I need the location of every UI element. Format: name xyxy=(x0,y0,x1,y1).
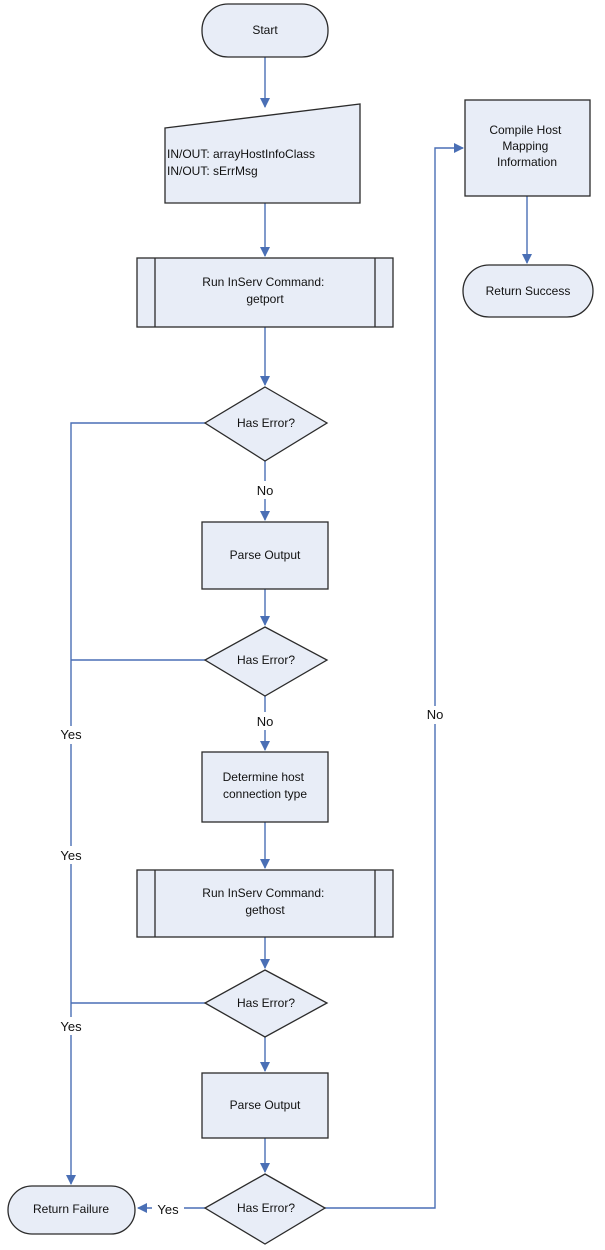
parse2-process: Parse Output xyxy=(201,1072,329,1139)
parse1-label: Parse Output xyxy=(230,548,301,562)
determine-process: Determine host connection type xyxy=(201,751,329,823)
io-parallelogram: IN/OUT: arrayHostInfoClass IN/OUT: sErrM… xyxy=(164,103,361,204)
error4-decision: Has Error? xyxy=(203,1173,327,1245)
gethost-process: Run InServ Command: gethost xyxy=(136,869,394,938)
edge-labels: No No No Yes Yes Yes Yes xyxy=(56,481,450,1218)
error3-label: Has Error? xyxy=(237,996,295,1010)
parse1-process: Parse Output xyxy=(201,521,329,590)
fail-label: Return Failure xyxy=(33,1202,109,1216)
edge-label-no-3: No xyxy=(427,707,444,722)
start-label: Start xyxy=(252,23,278,37)
connectors xyxy=(66,57,532,1213)
success-terminator: Return Success xyxy=(462,264,594,318)
success-label: Return Success xyxy=(486,284,571,298)
io-label: IN/OUT: arrayHostInfoClass IN/OUT: sErrM… xyxy=(167,147,318,178)
error1-decision: Has Error? xyxy=(203,386,329,462)
determine-label: Determine host connection type xyxy=(223,770,308,801)
edge-label-yes-2: Yes xyxy=(60,848,82,863)
connector-error4-no-compile xyxy=(325,143,464,1209)
edge-label-yes-4: Yes xyxy=(157,1202,179,1217)
compile-label: Compile Host Mapping Information xyxy=(489,123,564,169)
gethost-label: Run InServ Command: gethost xyxy=(202,886,327,917)
getport-process: Run InServ Command: getport xyxy=(136,257,394,328)
error2-decision: Has Error? xyxy=(203,626,329,697)
edge-label-yes-3: Yes xyxy=(60,1019,82,1034)
getport-label: Run InServ Command: getport xyxy=(202,275,327,306)
error2-label: Has Error? xyxy=(237,653,295,667)
edge-label-no-1: No xyxy=(257,483,274,498)
parse2-label: Parse Output xyxy=(230,1098,301,1112)
edge-label-no-2: No xyxy=(257,714,274,729)
error4-label: Has Error? xyxy=(237,1201,295,1215)
compile-process: Compile Host Mapping Information xyxy=(464,99,591,197)
start-terminator: Start xyxy=(201,3,329,58)
edge-label-yes-1: Yes xyxy=(60,727,82,742)
error3-decision: Has Error? xyxy=(203,969,329,1038)
fail-terminator: Return Failure xyxy=(7,1185,136,1235)
connector-error1-yes-rail xyxy=(66,422,205,1185)
error1-label: Has Error? xyxy=(237,416,295,430)
